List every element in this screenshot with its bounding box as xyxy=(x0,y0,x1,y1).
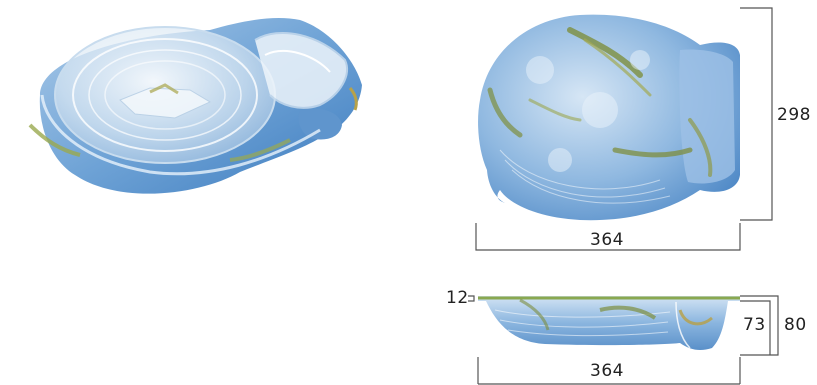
rim-thickness-label: 12 xyxy=(446,288,469,308)
photo-clear-lid xyxy=(54,26,348,164)
tray-side-view xyxy=(478,296,740,351)
tray-top-view xyxy=(478,14,740,221)
side-view-dimension-lines xyxy=(468,295,779,385)
side-height-body-label: 73 xyxy=(743,315,766,335)
side-height-total-label: 80 xyxy=(784,315,807,335)
top-depth-label: 298 xyxy=(777,105,811,125)
top-view-dimension-lines xyxy=(475,7,773,251)
side-width-label: 364 xyxy=(590,361,624,381)
top-width-label: 364 xyxy=(590,230,624,250)
